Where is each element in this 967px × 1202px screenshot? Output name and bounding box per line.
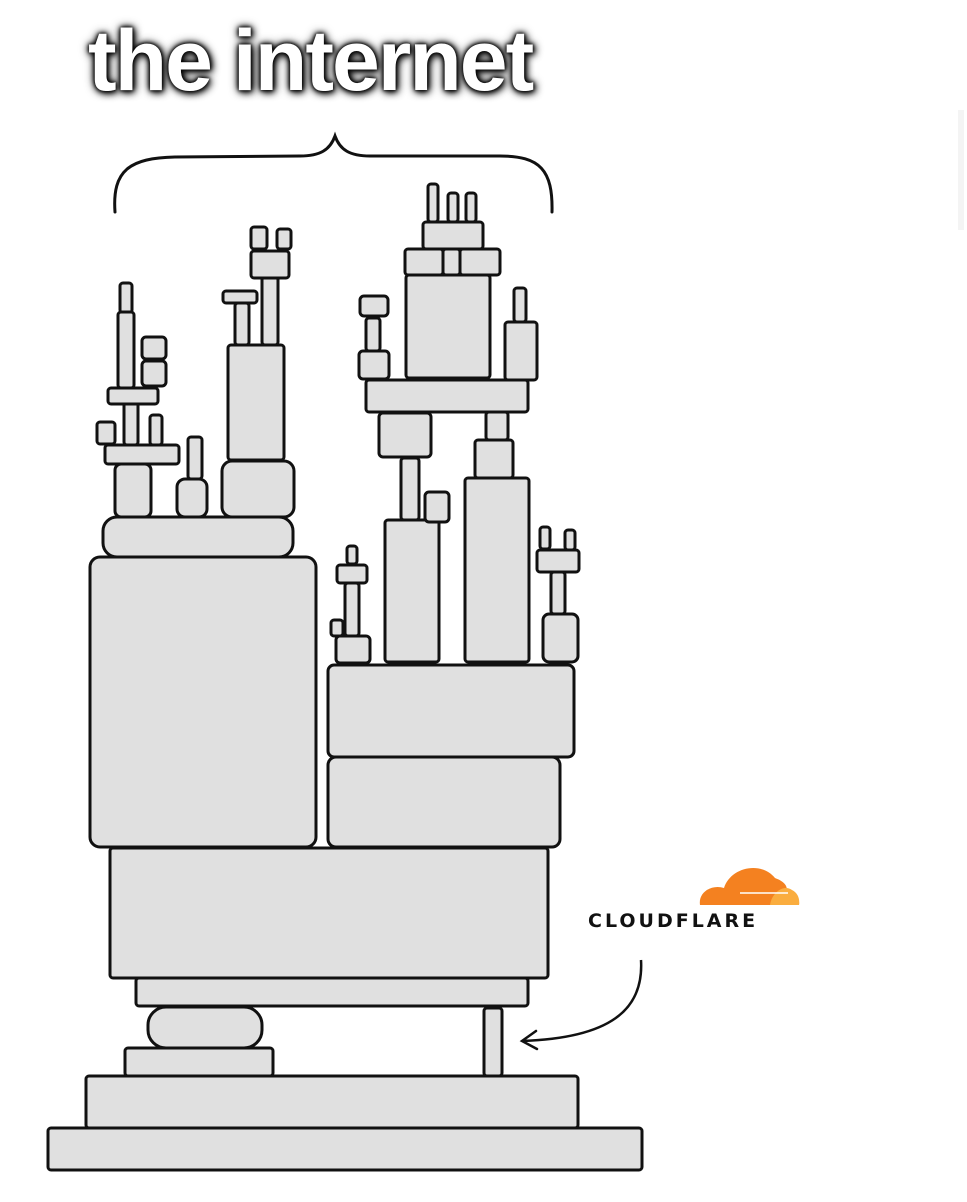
tower-block (326, 663, 576, 759)
tower-block (84, 1074, 580, 1130)
tower-block (343, 581, 361, 638)
tower-block (357, 349, 391, 381)
tower-block (275, 227, 293, 251)
tower-block (95, 420, 117, 446)
tower-block (377, 411, 433, 459)
tower-block (326, 755, 562, 849)
tower-block (140, 335, 168, 361)
tower-block (484, 410, 510, 442)
tower-block (446, 191, 460, 224)
tower-block (358, 294, 390, 318)
tower-block (563, 528, 577, 552)
tower-block (535, 548, 581, 574)
tower-block (464, 191, 478, 224)
tower-block (383, 518, 441, 664)
tower-block (404, 273, 492, 380)
tower-block (364, 316, 382, 353)
tower-block (103, 443, 181, 466)
tower-block (140, 359, 168, 388)
tower-block (423, 490, 451, 524)
tower-block (463, 476, 531, 664)
cloudflare-cloud-logo-icon (699, 867, 800, 905)
tower-block (106, 386, 160, 406)
cropped-edge-artifact (958, 110, 964, 230)
tower-block (334, 634, 372, 665)
tower-block (116, 310, 136, 390)
dependency-tower (46, 182, 644, 1172)
tower-block (226, 343, 286, 462)
tower-block (88, 555, 318, 849)
tower-block (221, 289, 259, 305)
tower-block (399, 456, 421, 522)
tower-block (329, 618, 345, 638)
tower-block (549, 570, 567, 616)
tower-block (118, 281, 134, 315)
tower-block (146, 1005, 264, 1050)
cloudflare-wordmark: CLOUDFLARE (588, 910, 759, 932)
tower-block (249, 225, 269, 251)
tower-block (426, 182, 440, 224)
tower-block (364, 378, 530, 414)
tower-block (46, 1126, 644, 1172)
tower-block (458, 247, 502, 277)
tower-block (148, 413, 164, 447)
tower-block (123, 1046, 275, 1078)
tower-block (441, 247, 462, 277)
tower-block (108, 846, 550, 980)
tower-block (335, 563, 369, 585)
tower-block (233, 301, 251, 347)
tower-block (260, 275, 280, 347)
tower-block (473, 438, 515, 480)
tower-block (249, 249, 291, 280)
tower-block (186, 435, 204, 481)
tower-block (175, 477, 209, 519)
curly-brace-icon (113, 131, 554, 214)
tower-block (541, 612, 580, 664)
tower-block (421, 220, 485, 251)
tower-block (134, 976, 530, 1008)
meme-title: the internet (88, 13, 534, 109)
tower-block (482, 1006, 504, 1078)
tower-block (122, 400, 140, 447)
tower-block (345, 544, 359, 566)
tower-block (113, 462, 153, 519)
tower-block (538, 525, 552, 551)
tower-block (403, 247, 445, 277)
tower-block (220, 459, 296, 519)
tower-block (503, 320, 539, 382)
curved-arrow-icon (519, 959, 643, 1051)
tower-block (512, 286, 528, 324)
tower-block (101, 515, 295, 559)
